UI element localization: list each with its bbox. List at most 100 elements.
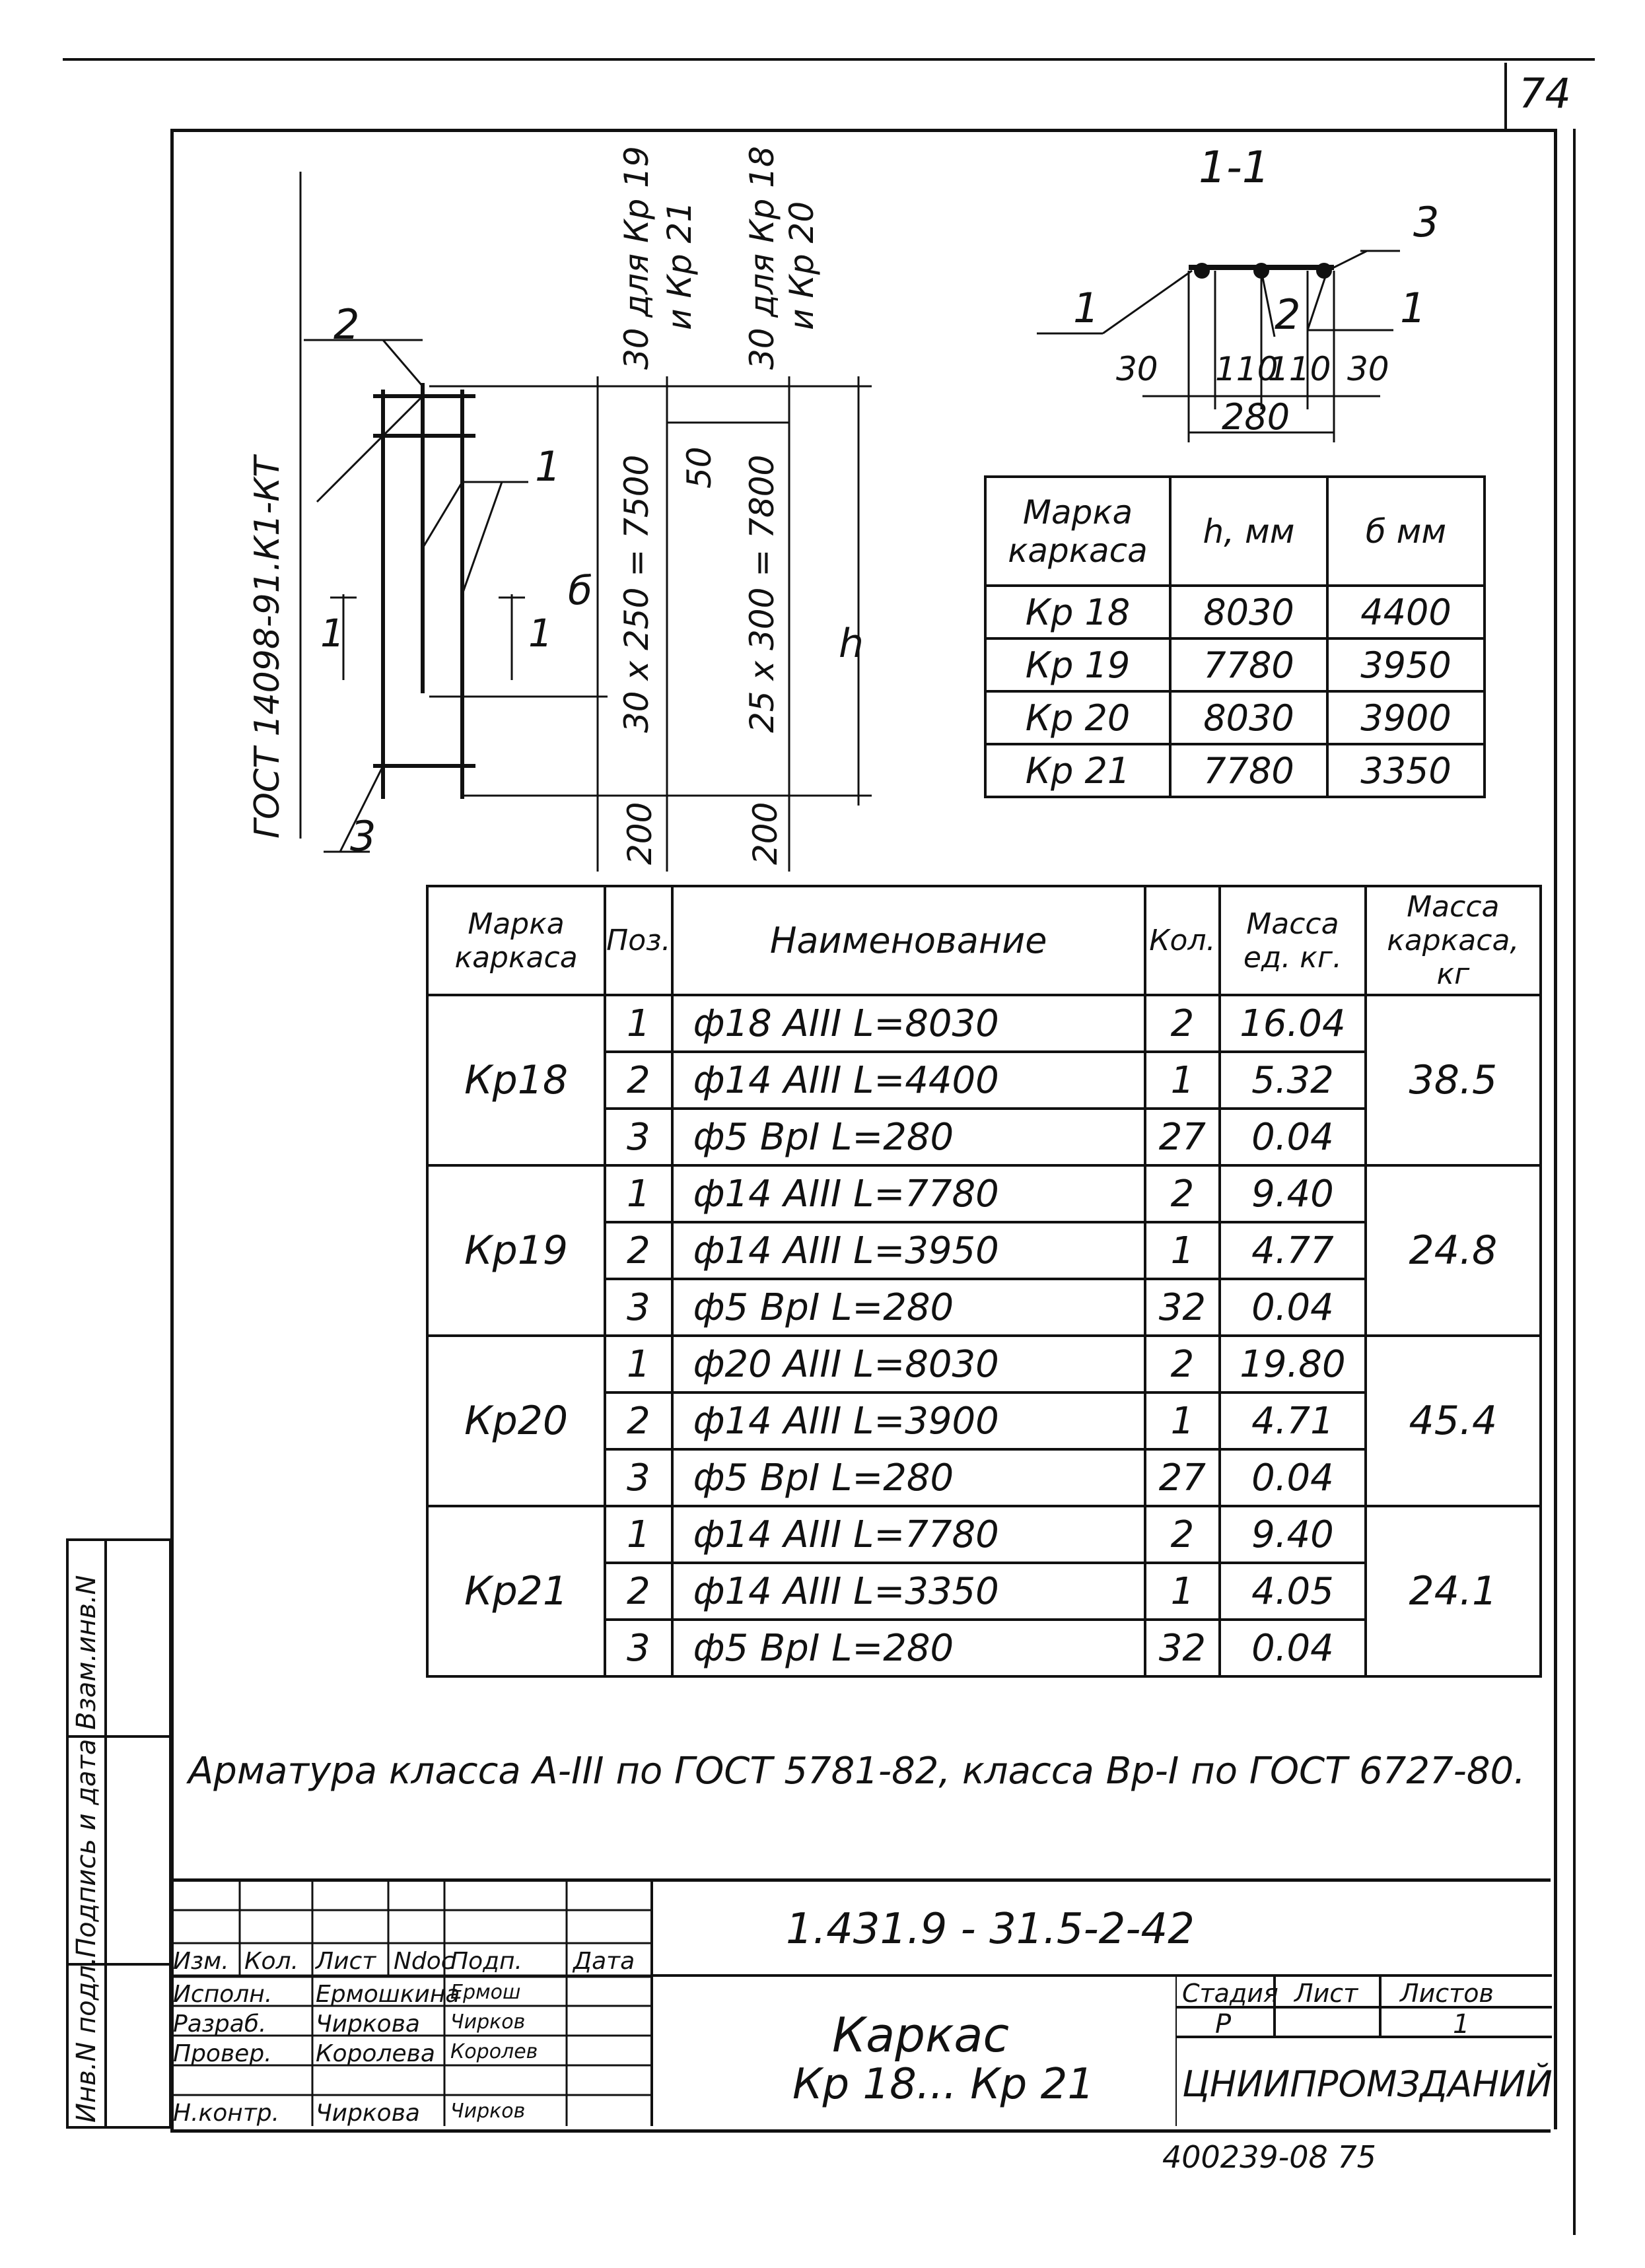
dim-top-right-2: и Кр 20 [783,201,821,330]
spec-qty: 27 [1143,1448,1222,1507]
stage-grid [1175,1974,1552,2126]
spec-total: 38.5 [1364,994,1543,1167]
section-marker-3: 3 [1413,198,1440,246]
gost-side-label: ГОСТ 14098-91.К1-КТ [248,456,287,839]
sheet-number-box [1504,63,1576,129]
role-name: Королева [316,2040,435,2067]
section-dim-30-left: 30 [1116,350,1158,388]
spec-total: 45.4 [1364,1334,1543,1507]
spec-total: 24.8 [1364,1164,1543,1337]
section-drawing [1037,250,1400,442]
spec-mass: 0.04 [1218,1278,1367,1337]
spec-pos: 2 [604,1221,674,1280]
role-label: Разраб. [173,2010,267,2038]
spec-qty: 32 [1143,1618,1222,1678]
spec-qty: 1 [1143,1391,1222,1451]
dims-cell: 3350 [1325,743,1487,798]
dim-label-b: б [568,568,593,614]
spec-name: ф5 ВрI L=280 [670,1448,1146,1507]
spec-mark: Кр18 [425,994,607,1167]
spec-mark: Кр21 [425,1505,607,1678]
dim-top-left-2: и Кр 21 [660,201,699,330]
section-marker-1-right: 1 [1400,284,1426,332]
spec-table: Марка каркаса Поз. Наименование Кол. Мас… [425,885,1543,1678]
spec-name: ф5 ВрI L=280 [670,1107,1146,1167]
section-dim-30-right: 30 [1347,350,1389,388]
role-label: Н.контр. [173,2100,280,2127]
dims-cell: Кр 18 [984,584,1172,640]
spec-name: ф14 АIII L=4400 [670,1050,1146,1110]
product-title-1: Каркас [832,2007,1010,2063]
spec-mark: Кр20 [425,1334,607,1507]
dim-h-value: 25 х 300 = 7800 [743,454,781,733]
spec-name: ф18 АIII L=8030 [670,994,1146,1053]
dims-header-h: h, мм [1168,475,1329,587]
role-name: Чиркова [316,2100,420,2127]
dim-b-value: 30 х 250 = 7500 [617,454,656,733]
spec-mass: 0.04 [1218,1107,1367,1167]
col-header-kol: Кол. [244,1948,299,1975]
sheet-frame [170,129,1557,2129]
col-header-ndoc: Ndoc [394,1948,454,1975]
section-dim-110-left: 110 [1215,350,1278,388]
title-block-hline [650,1974,1552,1977]
spec-pos: 3 [604,1448,674,1507]
col-header-list: Лист [316,1948,376,1975]
role-label: Исполн. [173,1981,273,2008]
elevation-marker-2: 2 [333,300,360,349]
dim-top-right-1: 30 для Кр 18 [743,146,781,370]
spec-pos: 2 [604,1391,674,1451]
spec-header-mass-unit: Масса ед. кг. [1218,885,1367,996]
spec-pos: 3 [604,1107,674,1167]
section-mark-right: 1 [528,611,553,656]
spec-qty: 2 [1143,1334,1222,1394]
strip-vzam-label: Взам.инв.N [71,1575,102,1730]
spec-name: ф20 АIII L=8030 [670,1334,1146,1394]
footer-code: 400239-08 75 [1162,2139,1376,2175]
spec-name: ф5 ВрI L=280 [670,1618,1146,1678]
sheet-number: 74 [1519,69,1571,118]
listov-value: 1 [1453,2009,1470,2040]
spec-qty: 2 [1143,1505,1222,1564]
dims-table: Марка каркаса h, мм б мм Кр 18 8030 4400 К… [984,475,1487,798]
elevation-drawing [299,172,872,872]
strip-inv-label: Инв.N подл. [71,1956,102,2123]
col-header-podp: Подп. [450,1948,522,1975]
spec-mass: 16.04 [1218,994,1367,1053]
role-sign: Чирков [450,2100,526,2123]
rebar-note: Арматура класса А-III по ГОСТ 5781-82, к… [188,1750,1525,1793]
title-block-divider [650,1878,653,2126]
dims-cell: 4400 [1325,584,1487,640]
title-grid [170,1878,652,2126]
dims-cell: Кр 21 [984,743,1172,798]
section-marker-2: 2 [1275,291,1301,339]
col-header-izm: Изм. [173,1948,229,1975]
spec-mass: 5.32 [1218,1050,1367,1110]
product-title-2: Кр 18... Кр 21 [792,2060,1095,2109]
role-sign: Ермош [450,1981,521,2004]
dims-header-b: б мм [1325,475,1487,587]
spec-pos: 2 [604,1562,674,1621]
section-dim-total: 280 [1222,396,1290,438]
spec-mass: 9.40 [1218,1505,1367,1564]
dims-cell: 8030 [1168,690,1329,745]
title-block [170,1878,1551,2133]
dims-cell: 7780 [1168,743,1329,798]
spec-pos: 1 [604,1164,674,1223]
spec-header-name: Наименование [670,885,1146,996]
dims-cell: 3900 [1325,690,1487,745]
spec-mass: 4.05 [1218,1562,1367,1621]
elevation-marker-1-top: 1 [535,442,561,491]
organization-name: ЦНИИПРОМЗДАНИЙ [1182,2063,1553,2105]
spec-name: ф14 АIII L=3900 [670,1391,1146,1451]
spec-header-mass-total: Масса каркаса, кг [1364,885,1543,996]
strip-sign-label: Подпись и дата [71,1738,102,1958]
stage-header: Стадия [1182,1979,1278,2008]
role-name: Ермошкина [316,1981,460,2008]
role-sign: Королев [450,2040,538,2063]
spec-mark: Кр19 [425,1164,607,1337]
doc-code: 1.431.9 - 31.5-2-42 [786,1905,1195,1954]
list-header: Лист [1294,1979,1358,2008]
spec-name: ф14 АIII L=7780 [670,1164,1146,1223]
dims-header-mark: Марка каркаса [984,475,1172,587]
